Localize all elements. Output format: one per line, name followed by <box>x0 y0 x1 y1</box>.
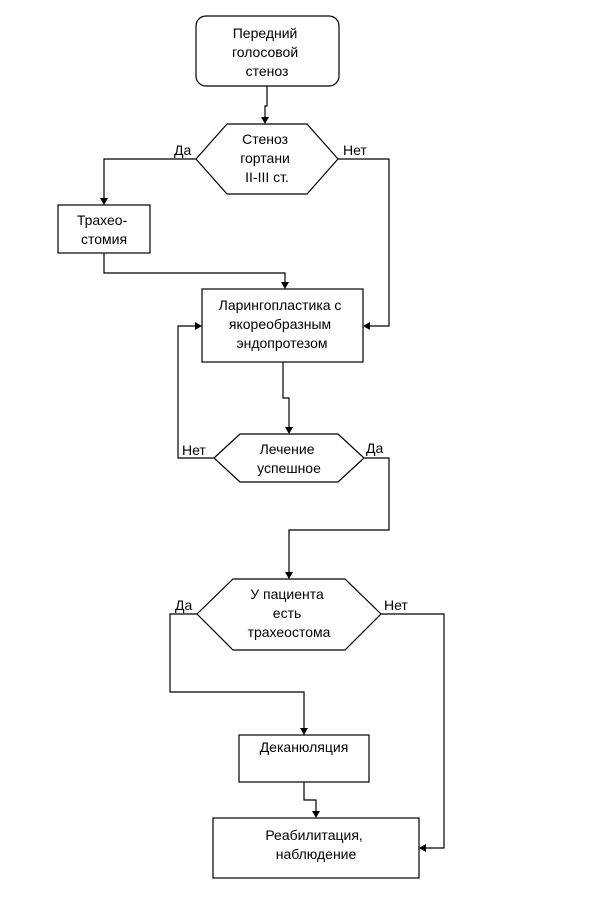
stenosis-line-3: II-III ст. <box>245 169 289 185</box>
laryngoplasty-text: Ларингопластика с якореобразным эндопрот… <box>219 297 346 351</box>
rehab-line-1: Реабилитация, <box>265 827 362 843</box>
arrowhead <box>300 728 308 735</box>
edge-stenosis-no <box>338 158 390 327</box>
start-line-1: Передний <box>233 25 298 41</box>
tracheostomy-line-2: стомия <box>81 231 127 247</box>
label-tracheostoma-yes: Да <box>175 597 192 613</box>
stenosis-line-1: Стеноз <box>242 131 288 147</box>
success-line-2: успешное <box>257 460 321 476</box>
arrowhead <box>195 322 202 330</box>
arrowhead <box>312 811 320 818</box>
arrowhead <box>363 322 370 330</box>
rehab-text: Реабилитация, наблюдение <box>265 827 366 862</box>
start-node-text: Передний голосовой стеноз <box>232 25 302 79</box>
arrowhead <box>261 117 269 124</box>
label-success-no: Нет <box>182 442 206 458</box>
start-line-3: стеноз <box>246 63 289 79</box>
decannulation-text: Деканюляция <box>260 739 349 755</box>
edge-laryngoplasty-to-success <box>282 362 290 429</box>
decision-success-text: Лечение успешное <box>257 441 321 476</box>
decannulation-node <box>238 734 370 783</box>
start-line-2: голосовой <box>232 44 298 60</box>
label-success-yes: Да <box>366 440 383 456</box>
success-line-1: Лечение <box>260 441 315 457</box>
edge-start-to-stenosis <box>264 86 268 119</box>
edge-tracheostoma-yes <box>169 613 305 730</box>
label-stenosis-yes: Да <box>174 142 191 158</box>
edge-tracheostomy-to-laryngoplasty <box>103 253 286 284</box>
tracheostomy-node <box>57 204 151 254</box>
edge-tracheostoma-no <box>381 613 445 849</box>
laryngoplasty-line-2: якореобразным <box>229 316 331 332</box>
tracheostomy-text: Трахео- стомия <box>77 212 131 247</box>
edge-decannulation-to-rehab <box>303 782 317 813</box>
decision-stenosis-text: Стеноз гортани II-III ст. <box>240 131 294 185</box>
edge-stenosis-yes <box>103 158 196 200</box>
label-stenosis-no: Нет <box>343 142 367 158</box>
arrowhead <box>100 198 108 205</box>
tracheostoma-line-2: есть <box>273 605 302 621</box>
tracheostomy-line-1: Трахео- <box>77 212 128 228</box>
rehab-line-2: наблюдение <box>276 846 357 862</box>
tracheostoma-line-3: трахеостома <box>248 624 331 640</box>
arrowhead <box>285 572 293 579</box>
decannulation-line-1: Деканюляция <box>260 739 349 755</box>
arrowhead <box>281 282 289 289</box>
arrowhead <box>285 427 293 434</box>
tracheostoma-line-1: У пациента <box>250 586 324 602</box>
decision-tracheostoma-text: У пациента есть трахеостома <box>248 586 331 640</box>
edge-success-yes <box>288 457 390 574</box>
rehab-node <box>212 817 420 879</box>
laryngoplasty-node <box>201 288 364 363</box>
stenosis-line-2: гортани <box>240 150 290 166</box>
laryngoplasty-line-1: Ларингопластика с <box>219 297 342 313</box>
arrowhead <box>419 844 426 852</box>
label-tracheostoma-no: Нет <box>384 597 408 613</box>
laryngoplasty-line-3: эндопротезом <box>236 335 327 351</box>
edge-success-no <box>177 325 214 459</box>
